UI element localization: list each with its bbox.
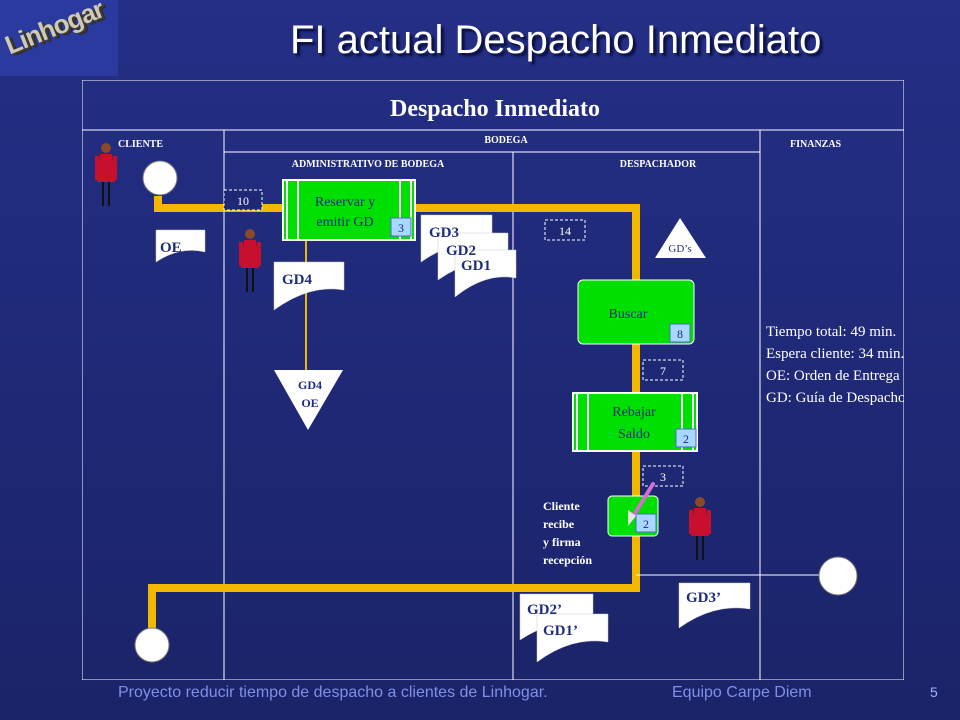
- summary-oe-definition: OE: Orden de Entrega: [766, 368, 900, 384]
- doc-gd4-label: GD4: [282, 272, 313, 288]
- doc-gd1p: [536, 613, 609, 663]
- person-icon: [239, 229, 261, 292]
- person-icon: [689, 497, 711, 560]
- reservar-time: 3: [398, 221, 404, 235]
- doc-gd3p: [678, 582, 751, 629]
- wait-10: [223, 189, 263, 211]
- cliente-note-3: y firma: [543, 535, 581, 549]
- summary-client-wait: Espera cliente: 34 min.: [766, 346, 904, 362]
- archive-gds: [655, 218, 706, 258]
- doc-oe: [155, 229, 206, 263]
- end-circle-finanzas: [818, 556, 858, 596]
- buscar-time: 8: [677, 327, 683, 341]
- wait-7: [642, 359, 684, 381]
- wait-7-label: 7: [660, 364, 666, 378]
- archive-gd4-label: GD4: [298, 378, 322, 392]
- wait-14: [544, 219, 586, 241]
- lane-cliente: CLIENTE: [118, 139, 163, 150]
- archive-oe-label: OE: [301, 396, 318, 410]
- recibe-time: 2: [643, 517, 649, 531]
- doc-oe-label: OE: [160, 240, 182, 256]
- rebajar-label-1: Rebajar: [612, 405, 656, 420]
- logo-badge: [0, 0, 118, 76]
- lane-despachador: DESPACHADOR: [620, 159, 697, 170]
- lane-administrativo: ADMINISTRATIVO DE BODEGA: [292, 159, 445, 170]
- cliente-note-4: recepción: [543, 553, 592, 567]
- wait-3-label: 3: [660, 470, 666, 484]
- footer-team: Equipo Carpe Diem: [672, 684, 812, 701]
- process-buscar: Buscar 8: [577, 279, 695, 345]
- rebajar-time: 2: [683, 432, 689, 446]
- doc-gd3-label: GD3: [429, 225, 459, 241]
- diagram-title: Despacho Inmediato: [390, 96, 600, 122]
- archive-gd4-oe: [274, 370, 343, 430]
- reservar-label-2: emitir GD: [316, 215, 373, 230]
- cliente-note-1: Cliente: [543, 499, 580, 513]
- doc-gd2p-label: GD2’: [527, 602, 562, 618]
- process-diagram: Despacho Inmediato CLIENTE BODEGA FINANZ…: [82, 80, 904, 680]
- doc-gd3p-label: GD3’: [686, 590, 721, 606]
- rebajar-label-2: Saldo: [618, 427, 650, 442]
- wait-14-label: 14: [559, 224, 571, 238]
- slide-title: FI actual Despacho Inmediato: [290, 18, 822, 62]
- end-circle-cliente: [134, 627, 170, 663]
- doc-gd1p-label: GD1’: [543, 623, 578, 639]
- summary-gd-definition: GD: Guía de Despacho: [766, 390, 904, 406]
- wait-3: [642, 465, 684, 487]
- archive-gds-label: GD’s: [668, 243, 691, 255]
- cliente-note-2: recibe: [543, 517, 575, 531]
- doc-gd4: [273, 261, 345, 311]
- process-reservar: Reservar y emitir GD 3: [282, 179, 416, 241]
- page-number: 5: [930, 684, 938, 700]
- start-circle: [142, 160, 178, 196]
- summary-total-time: Tiempo total: 49 min.: [766, 324, 896, 340]
- doc-gd1-label: GD1: [461, 258, 491, 274]
- lane-finanzas: FINANZAS: [790, 139, 842, 150]
- lane-bodega: BODEGA: [484, 135, 528, 146]
- wait-10-label: 10: [237, 194, 249, 208]
- reservar-label-1: Reservar y: [315, 195, 375, 210]
- pen-icon: [628, 482, 655, 526]
- swimlane-lines: [82, 129, 904, 680]
- doc-gd2-label: GD2: [446, 243, 476, 259]
- buscar-label: Buscar: [609, 307, 648, 322]
- person-icon: [95, 143, 117, 206]
- footer-project: Proyecto reducir tiempo de despacho a cl…: [118, 684, 548, 701]
- doc-gd1: [454, 249, 517, 298]
- process-rebajar: Rebajar Saldo 2: [572, 392, 698, 452]
